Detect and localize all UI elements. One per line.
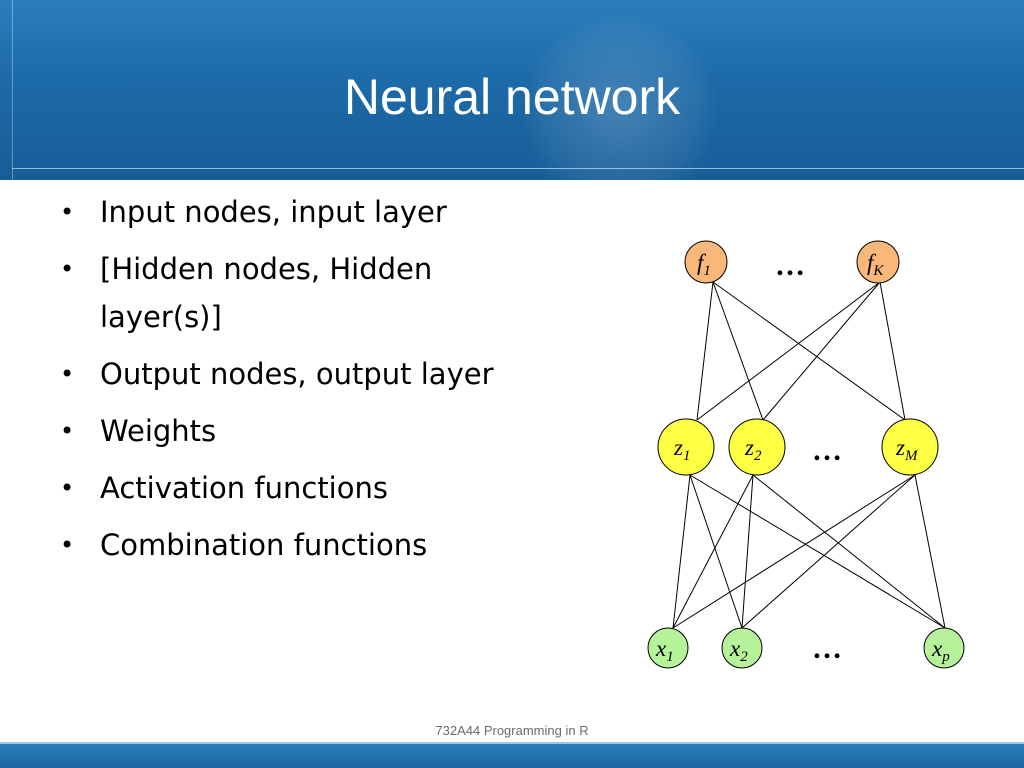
- bullet-dot-icon: •: [60, 255, 75, 283]
- bullet-text: Activation functions: [100, 471, 388, 505]
- input-node-label: x2: [729, 636, 748, 665]
- hidden-node-circle: [881, 418, 939, 476]
- edge: [689, 474, 743, 629]
- edge: [741, 474, 754, 629]
- output-ellipsis: …: [775, 249, 805, 282]
- slide-footer-bar: [0, 742, 1024, 768]
- slide-footer-text: 732A44 Programming in R: [435, 723, 589, 738]
- bullet-dot-icon: •: [60, 474, 75, 502]
- edge: [914, 474, 946, 629]
- footer-strip: [0, 742, 1024, 744]
- input-ellipsis: …: [812, 632, 842, 665]
- output-node-f1: f1: [684, 240, 728, 284]
- bullet-text: [Hidden nodes, Hidden layer(s)]: [100, 252, 433, 334]
- input-node-x1: x1: [647, 627, 689, 669]
- input-node-circle: [647, 627, 689, 669]
- edge: [672, 474, 691, 629]
- bullet-item: • Weights: [60, 407, 580, 455]
- input-node-x2: x2: [721, 627, 763, 669]
- bullet-text: Combination functions: [100, 528, 428, 562]
- slide-header: [0, 0, 1024, 180]
- edge: [879, 281, 906, 421]
- header-left-rule: [12, 0, 13, 180]
- bullet-item: • [Hidden nodes, Hidden layer(s)]: [60, 245, 500, 341]
- output-node-circle: [856, 240, 900, 284]
- bullet-item: • Combination functions: [60, 521, 580, 569]
- output-node-label: fK: [867, 250, 884, 279]
- hidden-node-zm: zM: [881, 418, 939, 476]
- magnifier-glow: [520, 10, 720, 180]
- slide-title: Neural network: [343, 69, 681, 125]
- bullet-dot-icon: •: [60, 198, 75, 226]
- input-node-label: x1: [655, 636, 674, 665]
- input-node-circle: [721, 627, 763, 669]
- hidden-node-circle: [728, 418, 786, 476]
- edge: [672, 474, 916, 629]
- edge: [752, 474, 946, 629]
- bullet-dot-icon: •: [60, 360, 75, 388]
- edge: [712, 281, 906, 421]
- output-node-fk: fK: [856, 240, 900, 284]
- input-node-label: xp: [931, 636, 950, 665]
- hidden-node-label: zM: [895, 435, 919, 464]
- hidden-node-circle: [657, 418, 715, 476]
- output-node-label: f1: [697, 250, 711, 279]
- bullet-text: Output nodes, output layer: [100, 357, 494, 391]
- header-rule: [12, 168, 1024, 169]
- edge: [689, 474, 946, 629]
- hidden-node-z1: z1: [657, 418, 715, 476]
- edge: [696, 281, 714, 421]
- input-node-circle: [923, 627, 965, 669]
- bullet-item: • Output nodes, output layer: [60, 350, 580, 398]
- bullet-text: Weights: [100, 414, 217, 448]
- edge: [712, 281, 764, 421]
- bullet-dot-icon: •: [60, 531, 75, 559]
- edge: [741, 474, 916, 629]
- bullet-text: Input nodes, input layer: [100, 195, 447, 229]
- bullet-dot-icon: •: [60, 417, 75, 445]
- edge: [762, 281, 881, 421]
- hidden-node-label: z2: [744, 435, 762, 464]
- bullet-item: • Input nodes, input layer: [60, 188, 580, 236]
- bullet-item: • Activation functions: [60, 464, 580, 512]
- edges: [672, 281, 946, 629]
- edge: [696, 281, 881, 421]
- hidden-node-z2: z2: [728, 418, 786, 476]
- input-node-xp: xp: [923, 627, 965, 669]
- output-node-circle: [684, 240, 728, 284]
- hidden-ellipsis: …: [812, 434, 842, 467]
- edge: [672, 474, 754, 629]
- hidden-node-label: z1: [673, 435, 690, 464]
- bullet-list: • Input nodes, input layer • [Hidden nodes…: [60, 188, 580, 578]
